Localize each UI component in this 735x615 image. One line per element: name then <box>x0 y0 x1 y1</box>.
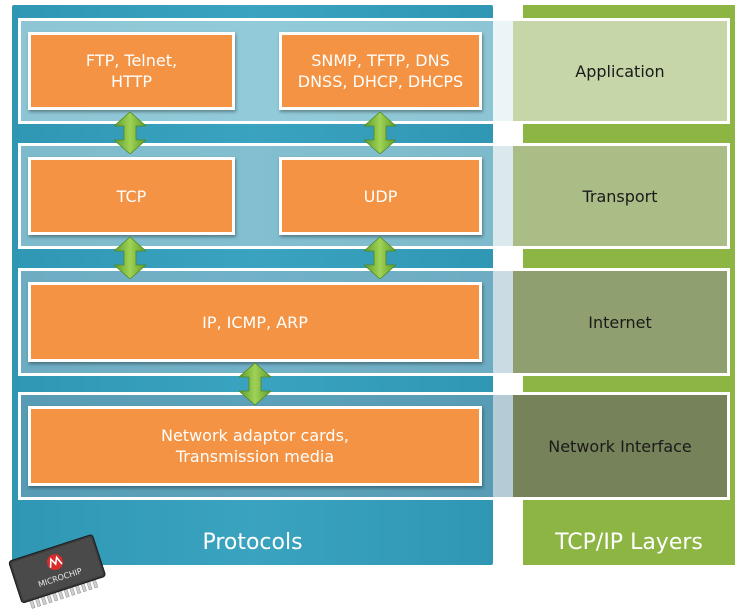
protocol-box-text: SNMP, TFTP, DNS DNSS, DHCP, DHCPS <box>297 51 464 91</box>
microchip-logo-icon: MICROCHIP <box>0 528 120 614</box>
tcpip-layers-column-label: TCP/IP Layers <box>555 530 703 555</box>
protocol-box-text: Network adaptor cards, Transmission medi… <box>160 426 349 466</box>
protocol-box-text: IP, ICMP, ARP <box>202 312 308 332</box>
protocols-column-label: Protocols <box>202 530 303 555</box>
protocol-box-snmp-tftp-dns: SNMP, TFTP, DNS DNSS, DHCP, DHCPS <box>279 32 482 110</box>
protocol-box-network-media: Network adaptor cards, Transmission medi… <box>28 406 482 486</box>
protocol-box-text: TCP <box>116 186 147 206</box>
protocol-box-ftp-telnet-http: FTP, Telnet, HTTP <box>28 32 235 110</box>
double-arrow-icon <box>364 112 396 154</box>
network-interface-layer-label: Network Interface <box>513 395 727 497</box>
protocol-box-text: FTP, Telnet, HTTP <box>85 51 178 91</box>
double-arrow-icon <box>364 237 396 279</box>
protocol-box-ip-icmp-arp: IP, ICMP, ARP <box>28 282 482 362</box>
protocol-box-udp: UDP <box>279 157 482 235</box>
protocol-box-text: UDP <box>363 186 398 206</box>
double-arrow-icon <box>114 112 146 154</box>
internet-layer-label: Internet <box>513 271 727 373</box>
double-arrow-icon <box>239 363 271 405</box>
protocol-box-tcp: TCP <box>28 157 235 235</box>
double-arrow-icon <box>114 237 146 279</box>
application-layer-label: Application <box>513 21 727 121</box>
transport-layer-label: Transport <box>513 146 727 246</box>
